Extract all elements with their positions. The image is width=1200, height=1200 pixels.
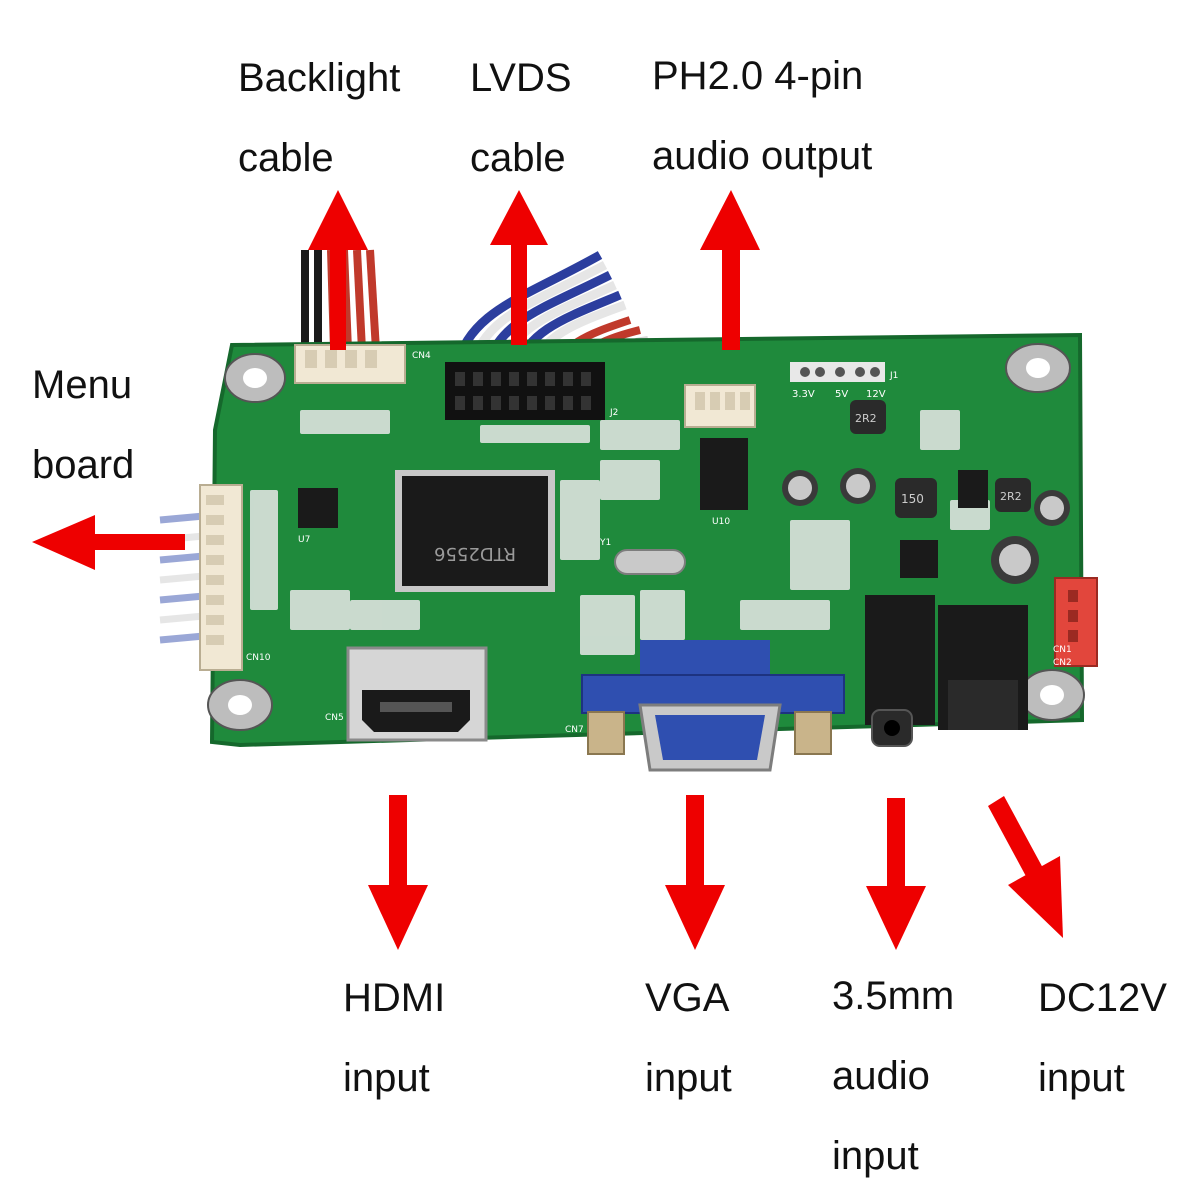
- label-audio-input-line1: 3.5mm: [832, 974, 955, 1018]
- mounting-hole-bottom-right: [1019, 669, 1085, 721]
- j2-silkscreen: J2: [609, 408, 618, 418]
- controller-board: CN4 J2: [199, 332, 1098, 772]
- label-vga-input: VGA input: [645, 958, 732, 1118]
- voltage-jumper-j1: J1 3.3V 5V 12V: [790, 362, 898, 400]
- arrow-backlight: [308, 190, 368, 350]
- label-backlight-line1: Backlight: [238, 56, 401, 100]
- crystal-y1: Y1: [599, 538, 686, 575]
- arrow-hdmi: [368, 795, 428, 950]
- label-audio-input-line3: input: [832, 1134, 919, 1178]
- label-backlight-line2: cable: [238, 136, 334, 180]
- label-vga-line2: input: [645, 1056, 732, 1100]
- chip-u1: [900, 540, 938, 578]
- label-hdmi-input: HDMI input: [343, 958, 445, 1118]
- u10-silkscreen: U10: [712, 517, 730, 527]
- jumper-3v3-label: 3.3V: [792, 389, 815, 400]
- red-side-connector: CN1 CN2: [1053, 577, 1098, 668]
- label-backlight-cable: Backlight cable: [238, 38, 400, 198]
- cn1-silkscreen: CN1: [1053, 645, 1072, 655]
- label-audio-input-line2: audio: [832, 1054, 930, 1098]
- arrow-audio-output: [700, 190, 760, 350]
- menu-board-connector-cn10: CN10: [199, 484, 271, 671]
- inductor-2r2-right-marking: 2R2: [1000, 490, 1022, 503]
- inductor-150-marking: 150: [901, 492, 924, 506]
- chip-u7: U7: [298, 488, 338, 545]
- label-menu-line2: board: [32, 443, 135, 487]
- arrow-dc-input: [988, 796, 1063, 938]
- audio-jack-3-5mm: [865, 595, 935, 747]
- label-menu-board: Menu board: [32, 345, 134, 505]
- inductor-2r2-top-marking: 2R2: [855, 412, 877, 425]
- lvds-header-j2: J2: [445, 362, 618, 420]
- label-audio-output: PH2.0 4-pin audio output: [652, 36, 872, 196]
- main-controller-chip: RTD2556: [395, 470, 555, 592]
- backlight-connector-cn4: CN4: [294, 344, 431, 384]
- audio-output-connector: [684, 384, 756, 428]
- inductor-150: 150: [895, 478, 937, 518]
- jumper-5v-label: 5V: [835, 389, 848, 400]
- vga-port: CN7: [565, 640, 845, 772]
- label-dc-line1: DC12V: [1038, 976, 1167, 1020]
- jumper-12v-label: 12V: [866, 389, 886, 400]
- electrolytic-capacitors: [782, 468, 1070, 584]
- label-menu-line1: Menu: [32, 363, 133, 407]
- dc-power-jack: [938, 605, 1028, 730]
- inductor-2r2-top: 2R2: [850, 400, 886, 434]
- label-hdmi-line1: HDMI: [343, 976, 446, 1020]
- arrow-menu-board: [32, 515, 185, 570]
- cn5-silkscreen: CN5: [325, 713, 344, 723]
- label-hdmi-line2: input: [343, 1056, 430, 1100]
- chip-u10: U10: [700, 438, 748, 527]
- label-dc-line2: input: [1038, 1056, 1125, 1100]
- cn10-silkscreen: CN10: [246, 653, 271, 663]
- arrow-vga: [665, 795, 725, 950]
- chip-u4: [958, 470, 988, 508]
- main-chip-marking: RTD2556: [434, 543, 516, 564]
- arrow-audio-input: [866, 798, 926, 950]
- cn2-silkscreen: CN2: [1053, 658, 1072, 668]
- u7-silkscreen: U7: [298, 535, 310, 545]
- inductor-2r2-right: 2R2: [995, 478, 1031, 512]
- cn7-silkscreen: CN7: [565, 725, 584, 735]
- j1-silkscreen: J1: [889, 371, 898, 381]
- y1-silkscreen: Y1: [599, 538, 611, 548]
- smd-component-clusters: [250, 410, 990, 655]
- mounting-hole-bottom-left: [207, 679, 273, 731]
- mounting-hole-top-left: [224, 353, 286, 403]
- label-audio-output-line1: PH2.0 4-pin: [652, 54, 864, 98]
- label-lvds-line1: LVDS: [470, 56, 572, 100]
- mounting-hole-top-right: [1005, 343, 1071, 393]
- label-lvds-cable: LVDS cable: [470, 38, 572, 198]
- label-lvds-line2: cable: [470, 136, 566, 180]
- arrow-lvds: [490, 190, 548, 345]
- cn4-silkscreen: CN4: [412, 351, 431, 361]
- label-audio-input: 3.5mm audio input: [832, 956, 954, 1196]
- label-audio-output-line2: audio output: [652, 134, 873, 178]
- label-dc-input: DC12V input: [1038, 958, 1167, 1118]
- label-vga-line1: VGA: [645, 976, 730, 1020]
- hdmi-port: CN5: [325, 646, 488, 742]
